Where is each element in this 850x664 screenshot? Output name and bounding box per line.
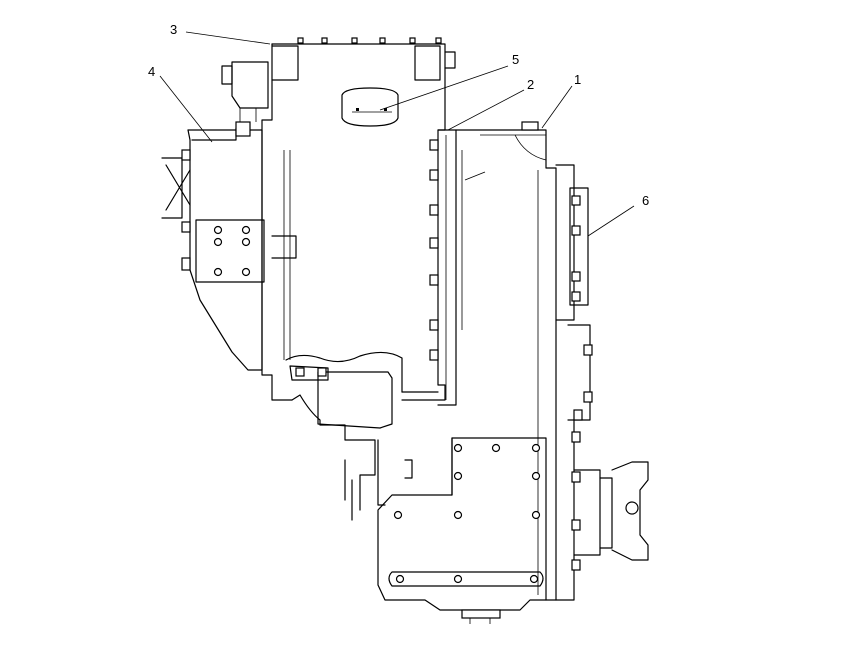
output-yoke [555,419,649,601]
front-flange-plate [429,129,457,406]
leader-1 [541,85,573,129]
callout-4: 4 [148,64,155,79]
housing-bolt-holes [393,443,541,520]
callout-labels: 3 4 5 2 1 6 [148,22,649,208]
callout-3: 3 [170,22,177,37]
leader-6 [587,205,635,237]
callout-5: 5 [512,52,519,67]
callout-6: 6 [642,193,649,208]
callout-2: 2 [527,77,534,92]
leader-3 [185,31,271,45]
side-pump-assembly [161,61,269,371]
callout-leaders [159,31,635,237]
leader-4 [159,75,213,143]
main-transmission-case [455,121,557,601]
top-bolts [297,37,442,44]
callout-1: 1 [574,72,581,87]
upper-housing [261,37,456,401]
leader-5 [379,65,509,111]
flange-bolts [429,139,439,361]
side-cover-plates [555,164,593,421]
lower-gear-housing [377,437,547,624]
leader-2 [447,89,525,131]
intermediate-section [285,351,439,521]
